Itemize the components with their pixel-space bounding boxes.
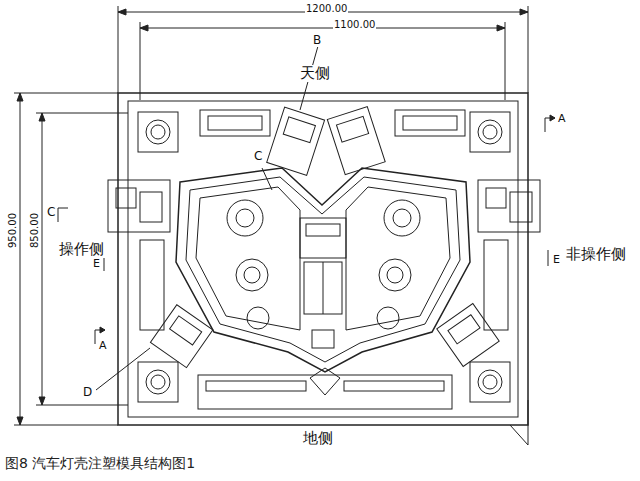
dimension-label: 1100.00 [333, 19, 376, 30]
side-label: 天侧 [299, 65, 331, 82]
side-label: 非操作侧 [565, 246, 627, 263]
section-mark: C [253, 150, 263, 163]
dimension-label: 850.00 [29, 212, 40, 249]
section-mark: C [46, 206, 56, 219]
side-label: 操作侧 [58, 241, 105, 258]
section-mark: E [92, 258, 101, 270]
section-mark: E [552, 254, 561, 266]
dimension-label: 950.00 [7, 212, 18, 249]
section-mark: B [312, 34, 322, 47]
section-mark: D [82, 386, 93, 399]
dimension-label: 1200.00 [305, 3, 348, 14]
section-mark: A [98, 340, 108, 352]
figure-caption: 图8 汽车灯壳注塑模具结构图1 [5, 455, 195, 473]
section-mark: A [557, 113, 567, 125]
side-label: 地侧 [302, 430, 334, 447]
